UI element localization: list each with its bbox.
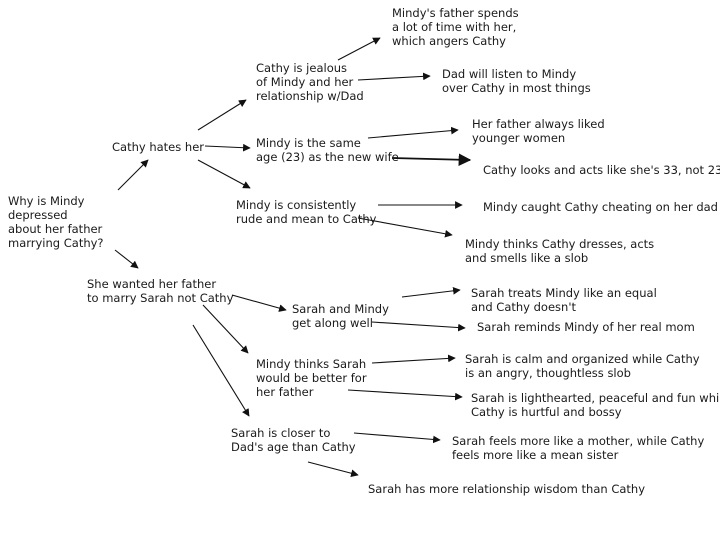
detail-slob: Mindy thinks Cathy dresses, acts and sme… xyxy=(465,237,655,265)
detail-father-time: Mindy's father spends a lot of time with… xyxy=(392,6,519,48)
detail-lighthearted: Sarah is lighthearted, peaceful and fun … xyxy=(471,391,720,419)
detail-looks-33: Cathy looks and acts like she's 33, not … xyxy=(483,163,720,177)
arrow-closer-age-to-mother xyxy=(353,432,441,444)
arrow-cathy-to-rude xyxy=(197,159,251,189)
arrow-better-to-lighthearted xyxy=(347,389,463,401)
reason-closer-age: Sarah is closer to Dad's age than Cathy xyxy=(231,426,356,454)
arrow-jealous-to-dad-listens xyxy=(357,72,431,81)
detail-real-mom: Sarah reminds Mindy of her real mom xyxy=(477,320,695,334)
arrow-cathy-to-same-age xyxy=(204,143,251,152)
arrow-get-along-to-real-mom xyxy=(371,321,466,332)
detail-calm: Sarah is calm and organized while Cathy … xyxy=(465,352,700,380)
arrow-root-to-sarah xyxy=(114,249,139,269)
arrow-better-to-calm xyxy=(371,354,456,364)
arrow-sarah-to-closer-age xyxy=(192,324,250,417)
arrow-root-to-cathy xyxy=(117,159,149,191)
reason-same-age: Mindy is the same age (23) as the new wi… xyxy=(256,136,399,164)
detail-wisdom: Sarah has more relationship wisdom than … xyxy=(368,482,645,496)
reason-jealous: Cathy is jealous of Mindy and her relati… xyxy=(256,61,364,103)
arrow-sarah-to-better xyxy=(202,304,249,354)
arrow-cathy-to-jealous xyxy=(197,99,247,131)
detail-caught-cheating: Mindy caught Cathy cheating on her dad xyxy=(483,200,718,214)
branch-cathy-hates-her: Cathy hates her xyxy=(112,140,204,154)
branch-wanted-sarah: She wanted her father to marry Sarah not… xyxy=(87,277,234,305)
detail-equal: Sarah treats Mindy like an equal and Cat… xyxy=(471,286,657,314)
reason-better: Mindy thinks Sarah would be better for h… xyxy=(256,357,367,399)
arrow-closer-age-to-wisdom xyxy=(307,461,359,477)
arrow-sarah-to-get-along xyxy=(231,294,287,312)
root-question: Why is Mindy depressed about her father … xyxy=(8,194,104,250)
detail-younger-women: Her father always liked younger women xyxy=(472,117,605,145)
reason-rude: Mindy is consistently rude and mean to C… xyxy=(236,198,377,226)
detail-dad-listens: Dad will listen to Mindy over Cathy in m… xyxy=(442,67,591,95)
reason-get-along: Sarah and Mindy get along well xyxy=(292,302,389,330)
detail-mother: Sarah feels more like a mother, while Ca… xyxy=(452,434,705,462)
arrow-same-age-to-looks-33 xyxy=(391,153,472,167)
arrow-same-age-to-younger xyxy=(367,126,459,139)
arrow-get-along-to-equal xyxy=(401,287,461,298)
arrow-rude-to-slob xyxy=(357,217,453,238)
arrow-jealous-to-father-time xyxy=(337,37,381,61)
